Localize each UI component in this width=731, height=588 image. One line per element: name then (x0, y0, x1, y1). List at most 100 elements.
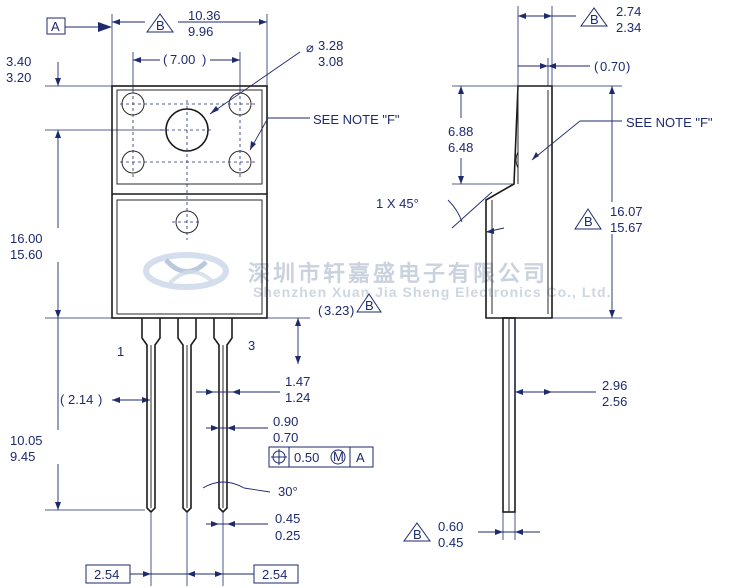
package-front-view (111, 85, 268, 319)
hole-spacing-paren-open: ( (163, 52, 168, 67)
step-value-paren-close: ) (350, 303, 354, 318)
lead-length-max: 10.05 (10, 433, 43, 448)
tab-height-max: 6.88 (448, 124, 473, 139)
lead-thk-arrow-right (227, 521, 235, 527)
lead-angle-arc (202, 481, 245, 489)
tab-offset-arrow-right (548, 63, 556, 69)
lead-offset-arrow-left (515, 389, 523, 395)
side-thk-arrow-right (544, 13, 552, 19)
body-height-min: 15.60 (10, 247, 43, 262)
step-arrow-bottom (295, 356, 301, 364)
watermark-logo (143, 252, 229, 290)
note-f-side-leader-diag (531, 120, 581, 161)
mold-region (116, 199, 263, 315)
lead-angle-leader (243, 487, 271, 493)
tab-offset-value: 0.70 (600, 59, 625, 74)
hole-dia-leader (209, 51, 301, 115)
pitch-offset-paren-open: ( (60, 392, 65, 407)
side-height-min: 15.67 (610, 220, 643, 235)
note-f-side-arrow (532, 152, 539, 160)
note-f-front-arrow (250, 141, 256, 150)
side-height-arrow-bottom (609, 310, 615, 318)
pitch-box-left: 2.54 (85, 564, 131, 584)
pitch-value-right: 2.54 (262, 567, 287, 582)
lead-thk-arrow-left (211, 521, 219, 527)
position-tolerance-frame: 0.50 M A (268, 446, 374, 468)
tolerance-modifier: M (333, 449, 344, 464)
tip-width-max: 0.90 (273, 414, 298, 429)
step-value: 3.23 (324, 303, 349, 318)
tolerance-value: 0.50 (294, 450, 319, 465)
see-note-f-side: SEE NOTE "F" (626, 115, 713, 130)
hole-dia-min: 3.08 (318, 54, 343, 69)
datum-b-label-top: B (156, 18, 165, 33)
tab-region (116, 89, 263, 185)
hole-offset-max: 3.40 (6, 54, 31, 69)
pitch-offset-arrow-left (112, 397, 120, 403)
hole-dia-max: 3.28 (318, 38, 343, 53)
pitch-arrow-2 (187, 571, 195, 577)
lead-offset-min: 2.56 (602, 394, 627, 409)
tab-offset-paren-close: ) (626, 59, 630, 74)
step-value-paren: ( (318, 303, 323, 318)
width-arrow-left (112, 19, 120, 25)
pitch-box-right: 2.54 (253, 564, 299, 584)
tab-offset-paren-open: ( (594, 59, 599, 74)
datum-b-triangle-side-top: B (580, 7, 608, 27)
body-outline (111, 85, 268, 319)
datum-b-triangle-side-mid: B (574, 208, 602, 230)
datum-b-label-side-bottom: B (413, 527, 422, 542)
pitch-value-left: 2.54 (94, 567, 119, 582)
hole-spacing-arrow-right (232, 57, 240, 63)
lead-width-arrow-left (206, 389, 214, 395)
diameter-symbol: ⌀ (306, 40, 314, 55)
pitch-offset-paren-close: ) (98, 392, 102, 407)
side-thk-arrow-left (518, 13, 526, 19)
lead-angle: 30° (278, 484, 298, 499)
body-height-max: 16.00 (10, 231, 43, 246)
tolerance-datum: A (356, 450, 365, 465)
watermark: 深圳市轩嘉盛电子有限公司 Shenzhen Xuan Jia Sheng Ele… (143, 252, 612, 300)
pin-3-label: 3 (248, 338, 255, 353)
tab-height-arrow-bottom (458, 176, 464, 184)
lead-offset-max: 2.96 (602, 378, 627, 393)
side-thk-min: 2.34 (616, 20, 641, 35)
hole-spacing-arrow-left (133, 57, 141, 63)
watermark-english-name: Shenzhen Xuan Jia Sheng Electronics Co.,… (253, 284, 612, 300)
tip-width-arrow-left (211, 425, 219, 431)
datum-b-triangle-top: B (146, 13, 174, 33)
lead-thk-max: 0.45 (275, 511, 300, 526)
lead-width-arrow-right (232, 389, 240, 395)
chamfer-line (451, 191, 493, 229)
pin-1-label: 1 (117, 344, 124, 359)
datum-b-label-step: B (365, 298, 374, 313)
lead-offset-arrow-right (544, 389, 552, 395)
tab-height-arrow-top (458, 86, 464, 94)
side-lead-thk-max: 0.60 (438, 519, 463, 534)
lead-width-max: 1.47 (285, 374, 310, 389)
width-max: 10.36 (188, 8, 221, 23)
width-min: 9.96 (188, 24, 213, 39)
pitch-arrow-3 (215, 571, 223, 577)
lead-length-min: 9.45 (10, 449, 35, 464)
step-arrow-top (295, 318, 301, 326)
side-height-arrow-top (609, 86, 615, 94)
side-thk-max: 2.74 (616, 4, 641, 19)
datum-b-label-side-mid: B (584, 214, 593, 229)
datum-a-arrow (98, 22, 112, 32)
chamfer-note: 1 X 45° (376, 196, 419, 211)
hole-offset-arrow-bottom (55, 130, 61, 138)
tab-height-min: 6.48 (448, 140, 473, 155)
chamfer-arrow (486, 228, 494, 234)
side-lead-thk-arrow-right (515, 529, 523, 535)
hole-dia-arrow (210, 106, 219, 114)
lead-1 (141, 318, 161, 514)
datum-a-frame: A (46, 17, 66, 35)
see-note-f-front: SEE NOTE "F" (313, 112, 400, 127)
datum-b-label-side-top: B (590, 12, 599, 27)
hole-offset-arrow-top (55, 78, 61, 86)
hole-offset-min: 3.20 (6, 70, 31, 85)
side-lead-thk-arrow-left (495, 529, 503, 535)
width-arrow-right (259, 19, 267, 25)
chamfer-leader (447, 199, 463, 223)
